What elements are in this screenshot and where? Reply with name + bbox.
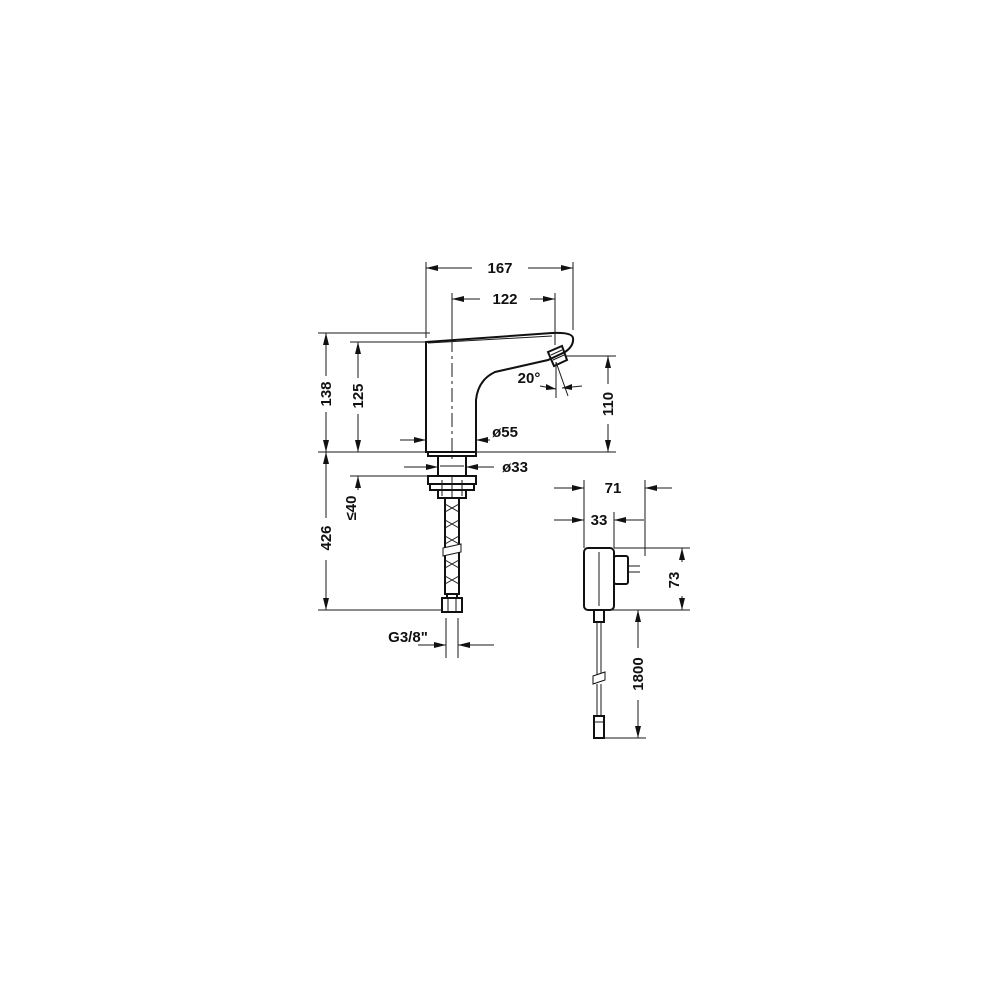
dim-110-label: 110: [600, 392, 617, 416]
dim-122-label: 122: [492, 291, 517, 308]
dim-box-33-label: 33: [591, 512, 608, 529]
dim-110: 110: [476, 355, 617, 453]
dim-138-label: 138: [318, 381, 335, 406]
dim-max-40: ≤40: [343, 475, 428, 521]
dim-max-40-label: ≤40: [343, 496, 360, 521]
dim-thread-label: G3/8": [388, 629, 428, 646]
dim-71: 71: [554, 480, 672, 556]
mounting-nut: [427, 475, 477, 499]
dim-dia-33: ø33: [404, 459, 528, 476]
dim-167: 167: [425, 260, 574, 338]
dim-1800-label: 1800: [630, 657, 647, 690]
dim-125: 125: [350, 341, 426, 452]
dim-1800: 1800: [604, 609, 647, 739]
dim-426-label: 426: [318, 525, 335, 550]
dim-box-33: 33: [554, 512, 644, 548]
dim-angle-20: 20°: [518, 361, 583, 398]
dim-dia-33-label: ø33: [502, 459, 528, 476]
dim-thread: G3/8": [388, 618, 494, 658]
dim-71-label: 71: [605, 480, 622, 497]
cable-connector: [593, 715, 605, 739]
hose-fitting: [441, 593, 463, 613]
dim-167-label: 167: [487, 260, 512, 277]
aerator: [546, 344, 569, 368]
dim-426: 426: [318, 452, 442, 611]
power-supply: [583, 547, 640, 739]
braided-hose: [442, 497, 462, 595]
dim-angle-20-label: 20°: [518, 370, 541, 387]
dim-125-label: 125: [350, 383, 367, 408]
faucet-body: [425, 331, 575, 613]
dim-73-label: 73: [666, 572, 683, 589]
dim-dia-55-label: ø55: [492, 424, 518, 441]
dim-138: 138: [318, 332, 430, 453]
dim-122: 122: [451, 291, 556, 345]
dim-dia-55: ø55: [400, 424, 518, 443]
